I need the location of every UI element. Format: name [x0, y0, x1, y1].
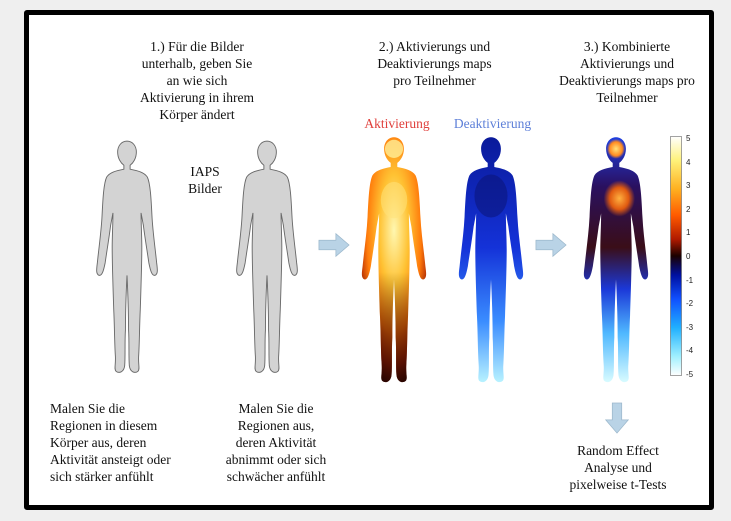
colorbar-tick-label: 0	[686, 252, 690, 261]
deactivation-map-body	[447, 134, 535, 386]
blank-body-outline-left	[74, 138, 180, 376]
colorbar-tick-label: 4	[686, 158, 690, 167]
down-arrow-icon	[604, 402, 630, 434]
colorbar-tick-label: -1	[686, 276, 693, 285]
instructions-right: Malen Sie die Regionen aus, deren Aktivi…	[196, 400, 356, 485]
combined-map-body	[572, 134, 660, 386]
colorbar-tick-label: 1	[686, 228, 690, 237]
colorbar-tick-label: 5	[686, 134, 690, 143]
colorbar	[670, 136, 682, 376]
right-arrow-icon	[318, 232, 350, 258]
colorbar-tick-label: -2	[686, 299, 693, 308]
step2-heading: 2.) Aktivierungs und Deaktivierungs maps…	[352, 38, 517, 89]
activation-map-body	[350, 134, 438, 386]
step1-heading: 1.) Für die Bilder unterhalb, geben Sie …	[112, 38, 282, 123]
colorbar-tick-label: 3	[686, 181, 690, 190]
instructions-left: Malen Sie die Regionen in diesem Körper …	[50, 400, 220, 485]
colorbar-tick-label: -5	[686, 370, 693, 379]
right-arrow-icon	[535, 232, 567, 258]
colorbar-tick-label: -3	[686, 323, 693, 332]
step3-heading: 3.) Kombinierte Aktivierungs und Deaktiv…	[542, 38, 712, 106]
deactivation-label: Deaktivierung	[445, 115, 540, 132]
blank-body-outline-right	[214, 138, 320, 376]
colorbar-tick-label: 2	[686, 205, 690, 214]
activation-label: Aktivierung	[357, 115, 437, 132]
analysis-text: Random Effect Analyse und pixelweise t-T…	[548, 442, 688, 493]
colorbar-tick-label: -4	[686, 346, 693, 355]
